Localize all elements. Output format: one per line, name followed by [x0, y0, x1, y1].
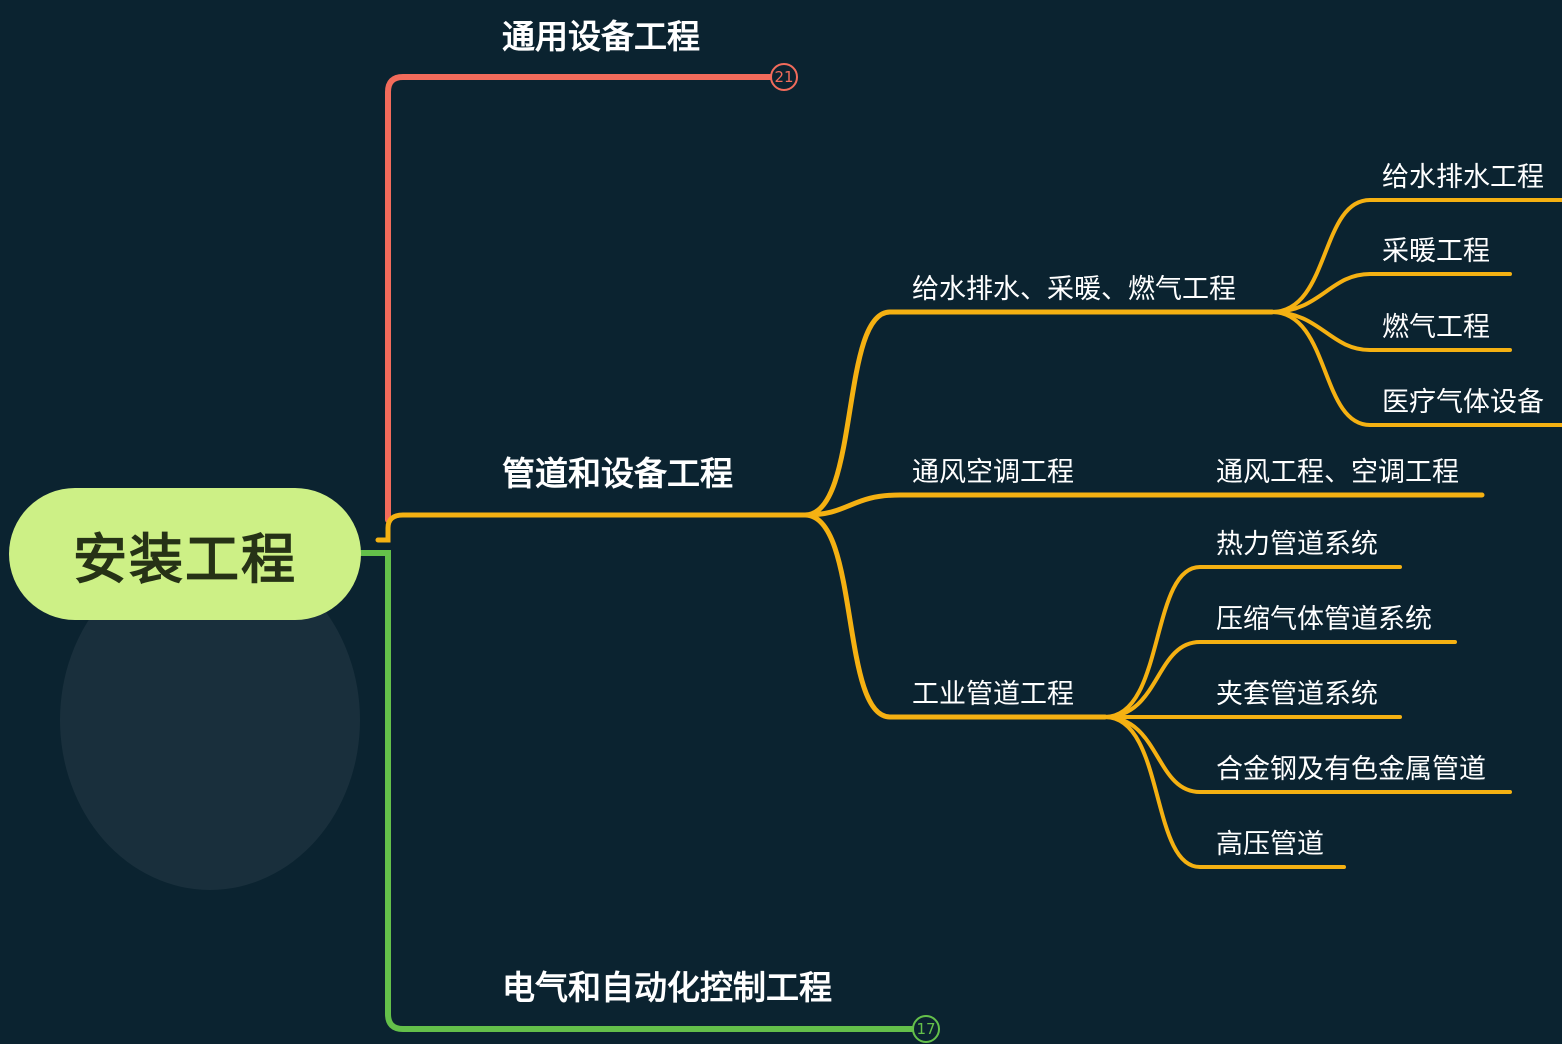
- node-medical-gas[interactable]: 医疗气体设备: [1382, 387, 1544, 418]
- node-water-heating-gas[interactable]: 给水排水、采暖、燃气工程: [912, 274, 1236, 305]
- connector-water-children: [1270, 198, 1562, 427]
- connector-industrial-children: [1103, 565, 1512, 869]
- node-high-pressure-pipe[interactable]: 高压管道: [1216, 829, 1324, 860]
- node-heating[interactable]: 采暖工程: [1382, 236, 1490, 267]
- node-gas[interactable]: 燃气工程: [1382, 312, 1490, 343]
- collapsed-count-badge[interactable]: 21: [770, 63, 798, 91]
- branch-general-equipment[interactable]: 通用设备工程: [502, 17, 700, 56]
- branch-pipe-equipment[interactable]: 管道和设备工程: [502, 454, 733, 493]
- collapsed-count-badge[interactable]: 17: [912, 1015, 940, 1043]
- root-label: 安装工程: [73, 527, 297, 591]
- node-water-supply-drainage[interactable]: 给水排水工程: [1382, 162, 1544, 193]
- node-thermal-pipe[interactable]: 热力管道系统: [1216, 529, 1378, 560]
- node-compressed-gas-pipe[interactable]: 压缩气体管道系统: [1216, 604, 1432, 635]
- node-industrial-pipe[interactable]: 工业管道工程: [912, 679, 1074, 710]
- node-ventilation-ac[interactable]: 通风工程、空调工程: [1216, 457, 1459, 488]
- root-node[interactable]: 安装工程: [9, 488, 361, 620]
- node-alloy-nonferrous-pipe[interactable]: 合金钢及有色金属管道: [1216, 754, 1486, 785]
- connector-general-equipment: [385, 74, 773, 523]
- branch-electrical[interactable]: 电气和自动化控制工程: [502, 968, 832, 1007]
- node-hvac[interactable]: 通风空调工程: [912, 457, 1074, 488]
- watermark: [60, 550, 360, 890]
- node-jacketed-pipe[interactable]: 夹套管道系统: [1216, 679, 1378, 710]
- connector-pipe-equipment: [375, 309, 1485, 720]
- connector-electrical: [358, 550, 915, 1032]
